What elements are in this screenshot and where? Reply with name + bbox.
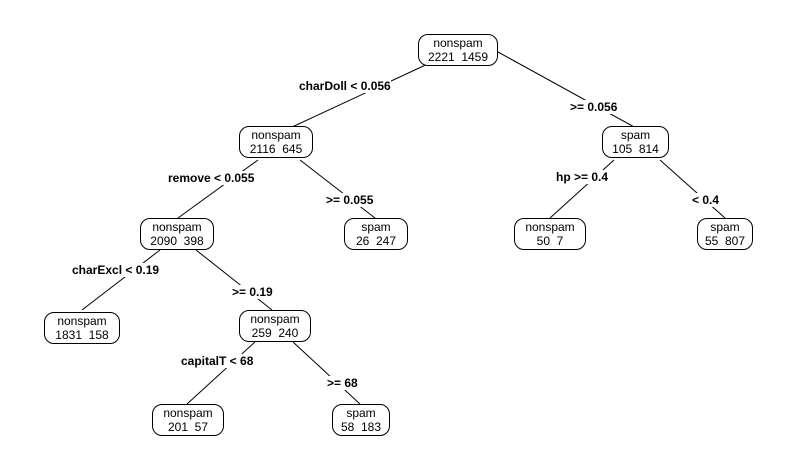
- edge-root-n2: [289, 61, 433, 129]
- node-class-label: nonspam: [251, 128, 301, 142]
- tree-node-n4: nonspam 2090 398: [140, 218, 214, 250]
- node-counts: 2221 1459: [427, 50, 489, 64]
- node-class-label: spam: [710, 220, 740, 234]
- edge-n3-n6: [549, 159, 615, 219]
- tree-node-n2: nonspam 2116 645: [239, 126, 313, 158]
- node-counts: 259 240: [251, 326, 299, 340]
- node-class-label: nonspam: [57, 314, 107, 328]
- split-label-root-left: charDoll < 0.056: [299, 79, 391, 93]
- split-label-n9-right: >= 68: [327, 376, 358, 390]
- tree-node-n5: spam 26 247: [344, 218, 408, 250]
- node-class-label: spam: [346, 406, 376, 420]
- node-counts: 58 183: [340, 420, 382, 434]
- tree-node-n6: nonspam 50 7: [514, 218, 586, 250]
- tree-node-n18: nonspam 201 57: [152, 404, 224, 436]
- node-counts: 26 247: [355, 234, 397, 248]
- tree-node-n19: spam 58 183: [332, 404, 390, 436]
- node-class-label: spam: [361, 220, 391, 234]
- edge-n9-n18: [186, 341, 256, 405]
- node-counts: 105 814: [612, 142, 659, 156]
- node-class-label: nonspam: [163, 406, 213, 420]
- tree-node-n3: spam 105 814: [602, 126, 669, 158]
- edge-n4-n9: [195, 249, 273, 311]
- tree-node-n7: spam 55 807: [697, 218, 753, 250]
- tree-node-root: nonspam 2221 1459: [418, 34, 498, 66]
- node-class-label: nonspam: [433, 36, 483, 50]
- edge-n2-n4: [177, 159, 259, 219]
- node-counts: 50 7: [536, 234, 564, 248]
- edge-n4-n8: [81, 249, 161, 311]
- edge-n9-n19: [292, 341, 361, 405]
- node-counts: 1831 158: [55, 328, 109, 342]
- split-label-root-right: >= 0.056: [570, 100, 618, 114]
- node-class-label: nonspam: [250, 312, 300, 326]
- node-counts: 201 57: [167, 420, 209, 434]
- node-counts: 2116 645: [249, 142, 303, 156]
- node-counts: 2090 398: [150, 234, 204, 248]
- edge-n2-n5: [299, 159, 376, 219]
- edge-n3-n7: [659, 159, 726, 219]
- split-label-n4-left: charExcl < 0.19: [72, 263, 160, 277]
- node-class-label: nonspam: [152, 220, 202, 234]
- split-label-n3-left: hp >= 0.4: [556, 170, 609, 184]
- node-class-label: nonspam: [525, 220, 575, 234]
- node-counts: 55 807: [704, 234, 746, 248]
- split-label-n2-left: remove < 0.055: [168, 171, 255, 185]
- split-label-n4-right: >= 0.19: [232, 285, 273, 299]
- edge-root-n3: [497, 51, 637, 129]
- node-class-label: spam: [620, 128, 651, 142]
- split-label-n9-left: capitalT < 68: [181, 354, 254, 368]
- split-label-n2-right: >= 0.055: [326, 193, 374, 207]
- split-label-n3-right: < 0.4: [692, 193, 720, 207]
- tree-node-n8: nonspam 1831 158: [44, 312, 120, 344]
- tree-node-n9: nonspam 259 240: [239, 310, 311, 342]
